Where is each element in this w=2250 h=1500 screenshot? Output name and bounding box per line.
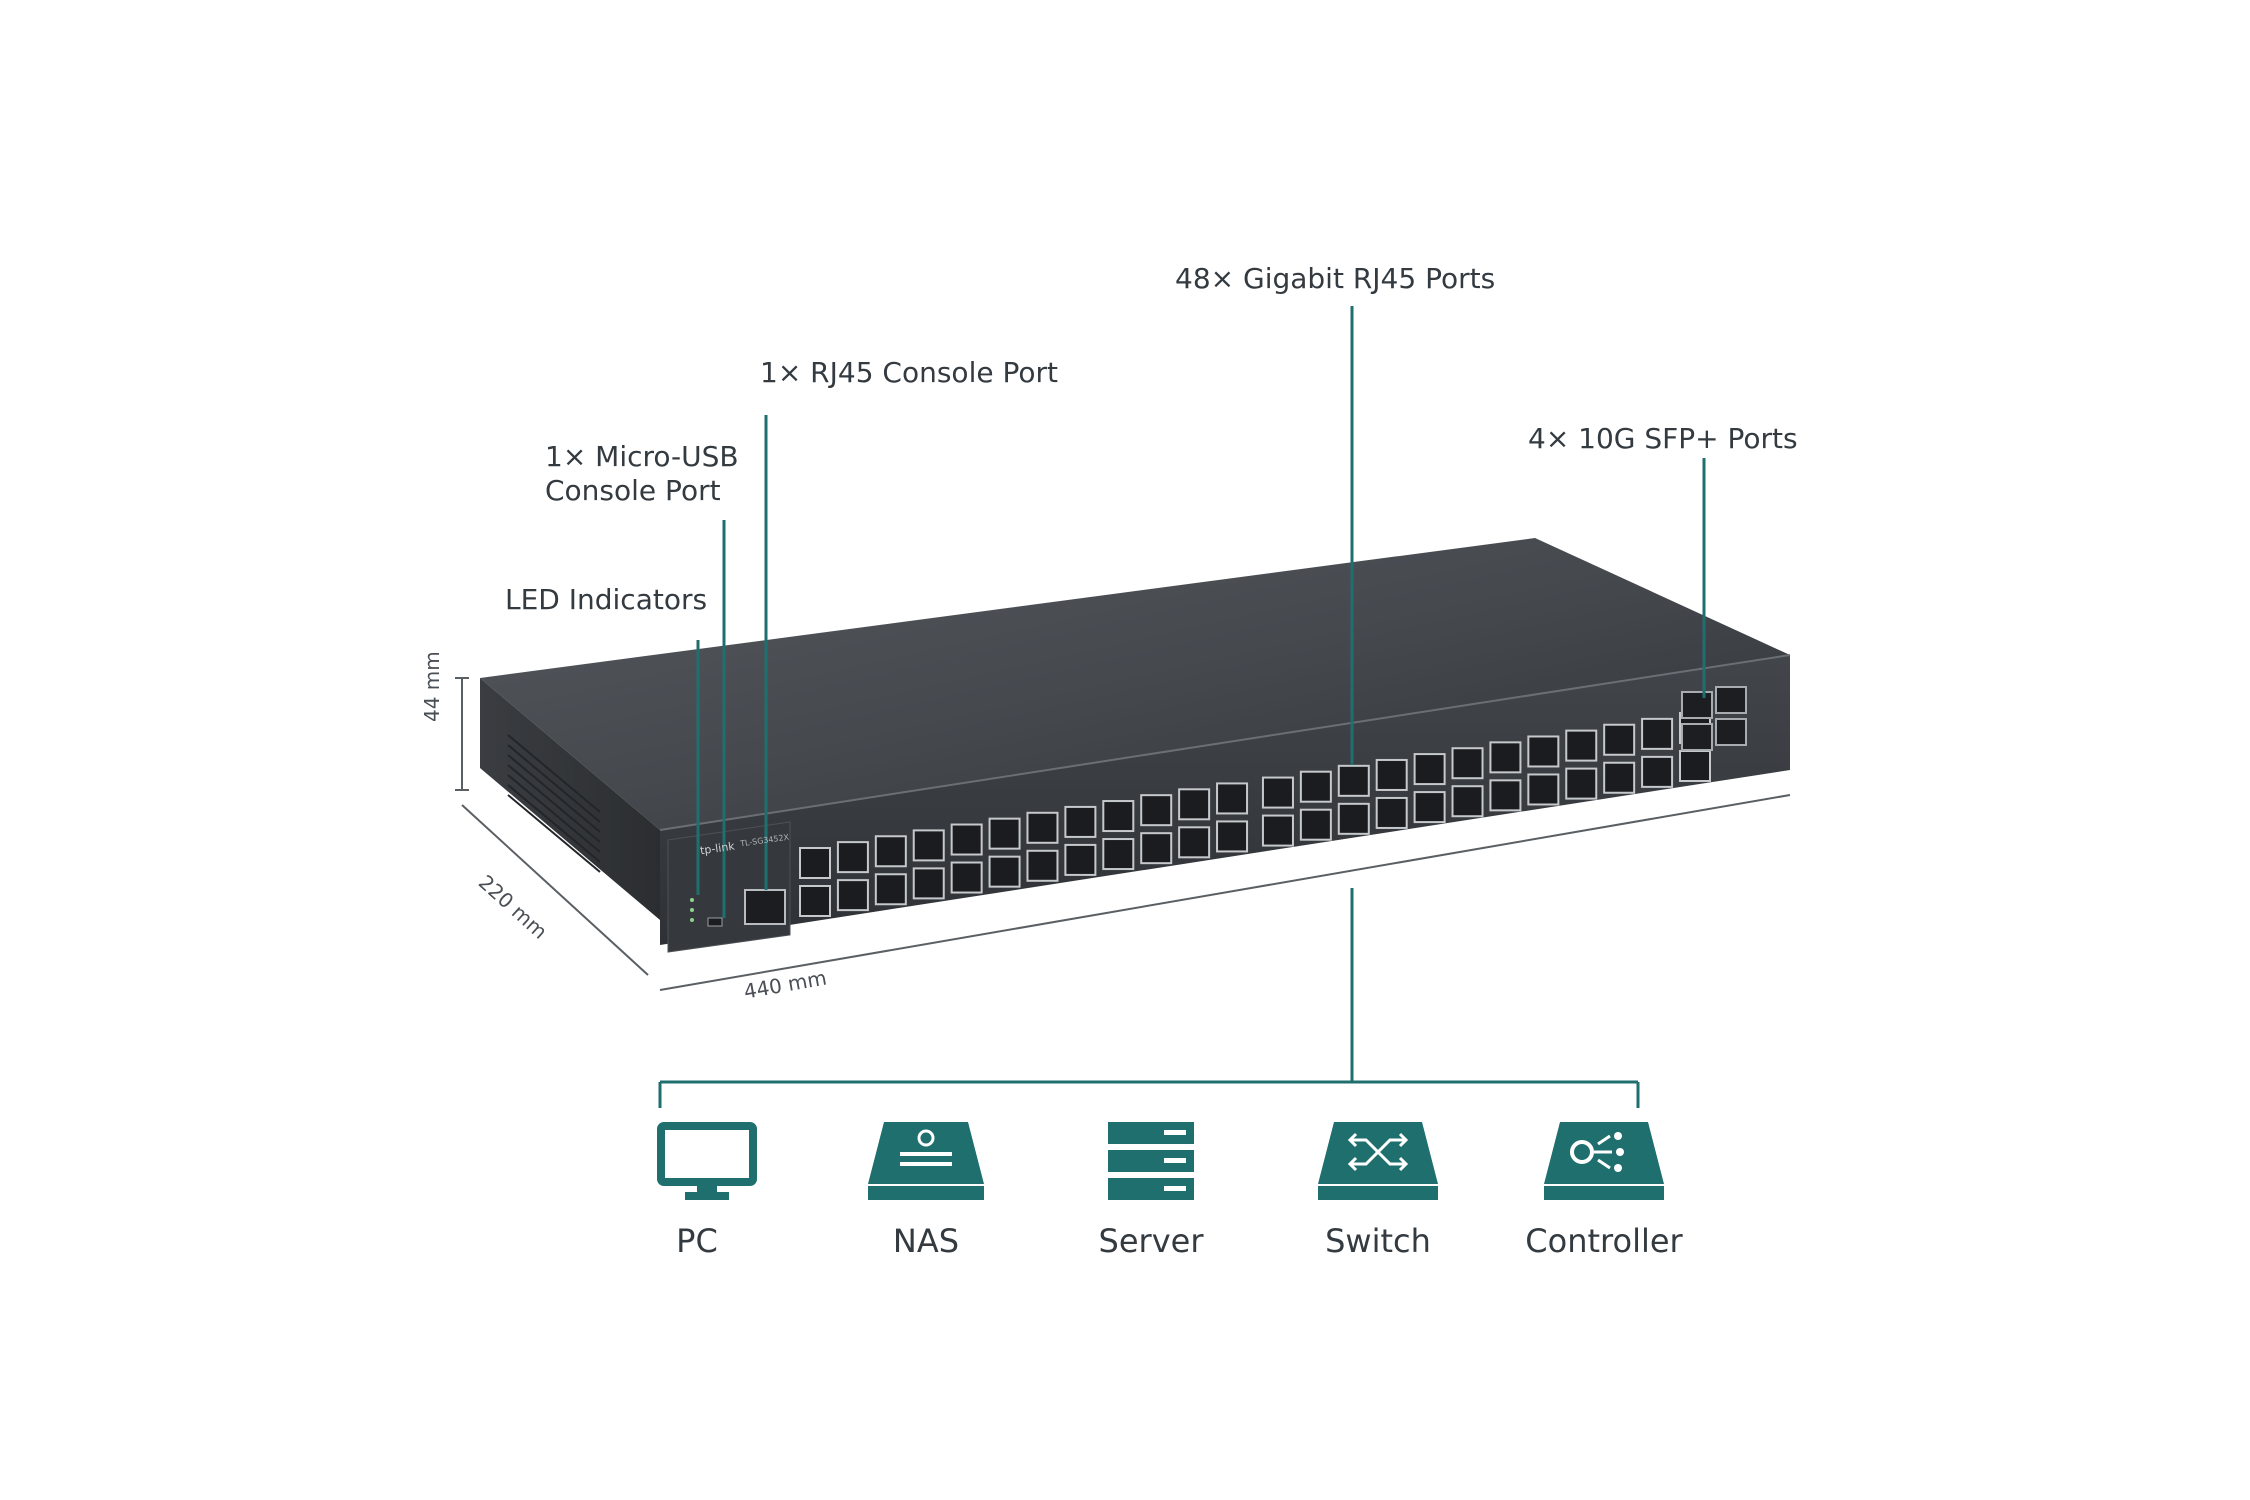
- rj45-port: [988, 817, 1021, 850]
- rj45-port: [1375, 758, 1408, 791]
- rj45-port: [1565, 767, 1598, 800]
- sfp-cages: [1681, 686, 1747, 751]
- dimension-lines: [455, 677, 1791, 991]
- micro-usb-console-label-line2: Console Port: [545, 474, 721, 507]
- rj45-port: [1026, 811, 1059, 844]
- usb-console-port: [707, 917, 723, 927]
- rj45-port: [1261, 814, 1294, 847]
- rj45-port: [1064, 805, 1097, 838]
- pc-icon: [657, 1122, 757, 1200]
- rj45-port: [950, 861, 983, 894]
- rj45-port: [912, 867, 945, 900]
- chassis-top: [480, 538, 1790, 830]
- rj45-console-jack: [744, 889, 786, 925]
- rj45-port: [1603, 761, 1636, 794]
- rj45-port: [1140, 832, 1173, 865]
- rj45-port: [1413, 791, 1446, 824]
- device-label-controller: Controller: [1525, 1222, 1683, 1260]
- rj45-port: [1641, 755, 1674, 788]
- controller-icon: [1544, 1122, 1664, 1200]
- gigabit-ports-label: 48× Gigabit RJ45 Ports: [1175, 262, 1496, 295]
- side-vent: [507, 734, 601, 873]
- rj45-port: [799, 885, 831, 917]
- server-icon: [1108, 1122, 1194, 1200]
- rj45-port: [1451, 785, 1484, 818]
- micro-usb-console-label-line1: 1× Micro-USB: [545, 440, 739, 473]
- rj45-port: [874, 873, 907, 906]
- rj45-port: [1413, 753, 1446, 786]
- micro-usb-console-label: 1× Micro-USB Console Port: [545, 440, 739, 508]
- rj45-port: [1527, 773, 1560, 806]
- rj45-port: [1102, 800, 1135, 833]
- rj45-port: [1337, 764, 1370, 797]
- rj45-port: [988, 855, 1021, 888]
- rj45-port: [836, 879, 869, 912]
- device-label-pc: PC: [676, 1222, 718, 1260]
- rj45-port: [1299, 770, 1332, 803]
- rj45-port: [1375, 796, 1408, 829]
- chassis-side: [480, 678, 660, 920]
- rj45-console-label: 1× RJ45 Console Port: [760, 356, 1058, 389]
- rj45-port: [836, 841, 869, 874]
- rj45-port: [1299, 808, 1332, 841]
- nas-icon: [868, 1122, 984, 1200]
- rj45-port: [1064, 843, 1097, 876]
- height-dimension: 44 mm: [420, 651, 444, 722]
- rj45-port: [1337, 802, 1370, 835]
- rj45-port: [1451, 747, 1484, 780]
- rj45-port: [1216, 820, 1249, 853]
- rj45-port: [1216, 782, 1249, 815]
- rj45-port: [1603, 723, 1636, 756]
- rj45-port: [1489, 741, 1522, 774]
- rj45-port: [1261, 776, 1294, 809]
- rj45-port: [1527, 735, 1560, 768]
- switch-icon: [1318, 1122, 1438, 1200]
- connection-bracket: [658, 888, 1640, 1108]
- rj45-port: [912, 829, 945, 862]
- device-label-switch: Switch: [1325, 1222, 1431, 1260]
- rj45-port: [799, 847, 831, 879]
- device-label-server: Server: [1098, 1222, 1204, 1260]
- led-indicators-label: LED Indicators: [505, 583, 708, 616]
- rj45-port: [1641, 717, 1674, 750]
- rj45-port: [1140, 794, 1173, 827]
- rj45-port: [1026, 849, 1059, 882]
- rj45-port: [1178, 826, 1211, 859]
- rj45-port: [874, 835, 907, 868]
- sfp-ports-label: 4× 10G SFP+ Ports: [1528, 422, 1798, 455]
- rj45-port: [1565, 729, 1598, 762]
- rj45-port: [1489, 779, 1522, 812]
- leader-lines: [696, 306, 1706, 918]
- rj45-port: [1679, 750, 1711, 782]
- led-indicators: [690, 898, 694, 922]
- device-label-nas: NAS: [892, 1222, 960, 1260]
- rj45-port: [950, 823, 983, 856]
- rj45-port: [1102, 838, 1135, 871]
- rj45-port: [1178, 788, 1211, 821]
